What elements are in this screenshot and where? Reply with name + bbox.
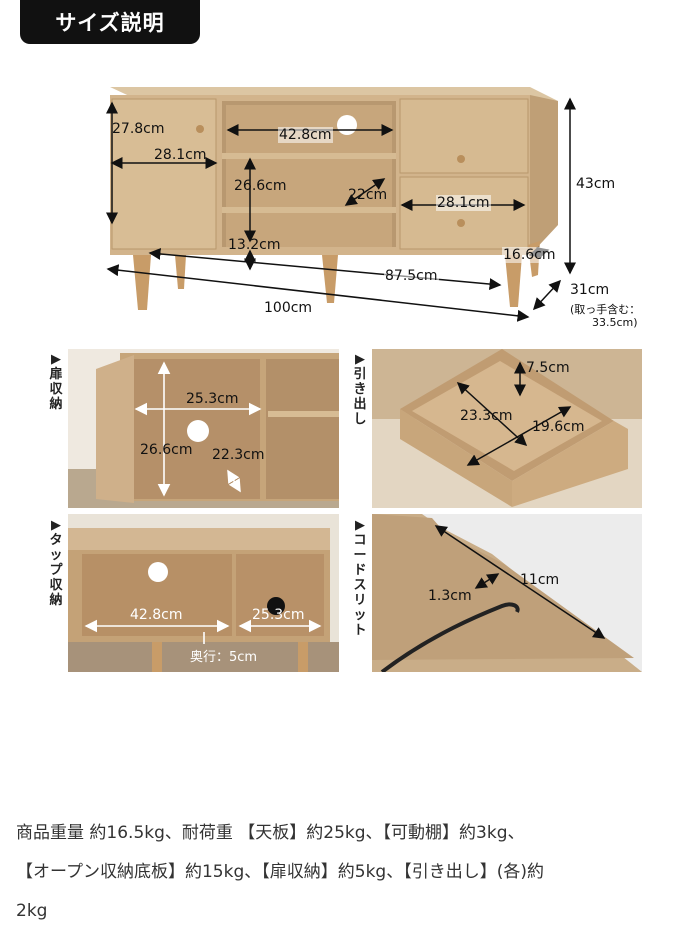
dim-door-width: 28.1cm [154,147,207,163]
door-storage-depth: 22.3cm [212,447,265,463]
dim-open-width: 42.8cm [278,127,333,143]
cord-slit-photo [372,514,642,672]
drawer-label: ▶引き出し [353,352,367,427]
weight-note-line-3: 2kg [16,901,48,921]
dim-open-height: 26.6cm [234,178,287,194]
dim-handle-depth: 16.6cm [502,247,557,263]
tap-storage-width-2: 25.3cm [252,607,305,623]
door-storage-width: 25.3cm [186,391,239,407]
dim-door-height: 27.8cm [112,121,165,137]
dim-drawer-width: 28.1cm [436,195,491,211]
tap-storage-label: ▶タップ収納 [49,518,63,608]
dim-total-depth: 31cm [570,282,610,298]
tap-storage-width-1: 42.8cm [130,607,183,623]
door-storage-height: 26.6cm [140,442,193,458]
dim-total-width: 100cm [264,300,313,316]
cord-slit-width: 11cm [520,572,560,588]
dim-depth-note-1: (取っ手含む： [570,303,641,316]
cord-slit-label: ▶コードスリット [353,518,367,638]
drawer-height: 7.5cm [526,360,570,376]
drawer-depth: 19.6cm [532,419,585,435]
weight-note-line-2: 【オープン収納底板】約15kg、【扉収納】約5kg、【引き出し】(各)約 [16,862,544,882]
tap-storage-photo [68,514,339,672]
door-storage-photo [68,349,339,508]
section-title-badge: サイズ説明 [20,0,200,44]
dim-leg-height: 13.2cm [228,237,281,253]
cord-slit-height: 1.3cm [428,588,472,604]
dim-total-height: 43cm [576,176,616,192]
door-storage-label: ▶扉収納 [49,352,63,412]
dim-depth-note-2: 33.5cm) [592,316,638,329]
drawer-width: 23.3cm [460,408,513,424]
tap-storage-depth: 奥行：5cm [190,650,258,665]
dim-open-depth: 22cm [348,187,388,203]
tv-board-illustration [106,87,576,322]
dim-inner-width: 87.5cm [384,268,439,284]
drawer-photo [372,349,642,508]
weight-note-line-1: 商品重量 約16.5kg、耐荷重 【天板】約25kg、【可動棚】約3kg、 [16,823,525,843]
